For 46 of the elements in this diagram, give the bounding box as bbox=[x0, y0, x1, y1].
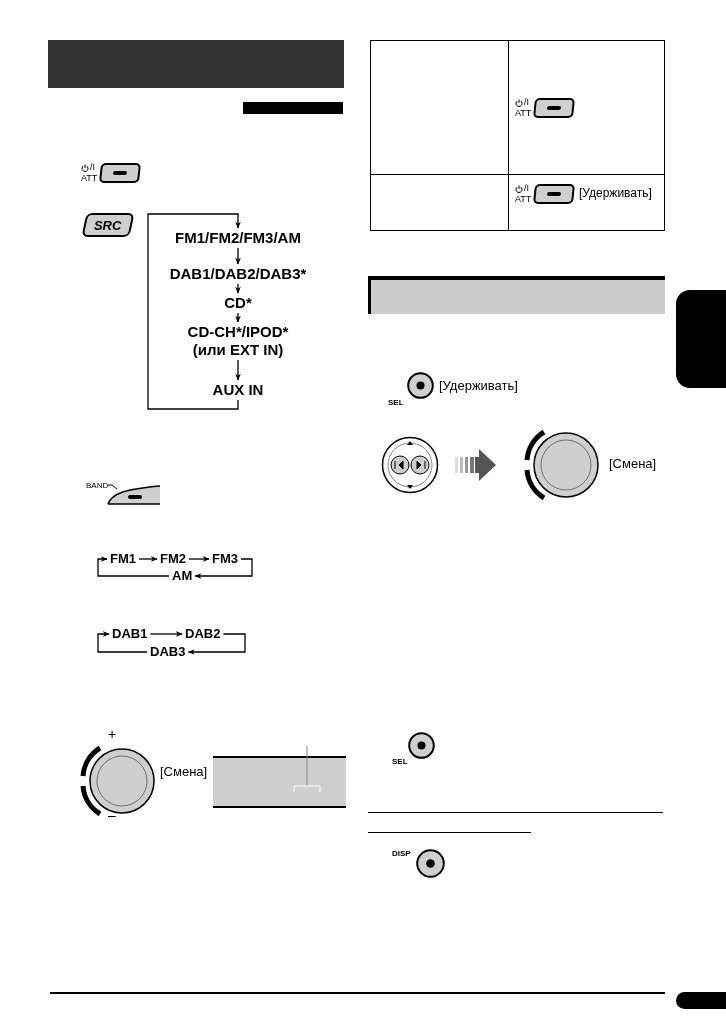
button-label: BAND bbox=[86, 482, 109, 490]
arrow bbox=[188, 556, 210, 562]
minus-sign: – bbox=[108, 808, 116, 822]
arrow bbox=[147, 213, 241, 410]
button-label: /I bbox=[90, 163, 95, 172]
flow-step-text: FM2 bbox=[160, 551, 186, 567]
flow-step-text: DAB1 bbox=[112, 626, 148, 642]
arrow bbox=[187, 633, 246, 655]
arrow bbox=[235, 312, 241, 323]
page-number-tab bbox=[676, 992, 726, 1009]
button-label: DISP bbox=[392, 850, 411, 858]
action-hint: [Смена] bbox=[609, 457, 657, 470]
title-bar bbox=[48, 40, 344, 88]
button-label: SEL bbox=[392, 758, 408, 766]
action-hint: [Удерживать] bbox=[579, 187, 652, 199]
button-label: /I bbox=[524, 98, 529, 107]
arrow bbox=[97, 556, 170, 577]
button-label: /I bbox=[524, 184, 529, 193]
action-hint: [Смена] bbox=[160, 765, 208, 778]
button-label: ATT bbox=[515, 195, 532, 204]
side-tab bbox=[676, 290, 726, 388]
arrow bbox=[149, 631, 183, 637]
flow-step-text: AUX IN bbox=[203, 381, 273, 399]
arrow bbox=[235, 283, 241, 294]
arrow bbox=[235, 359, 241, 381]
flow-step-text: DAB3 bbox=[150, 644, 186, 660]
button-label: SEL bbox=[388, 399, 404, 407]
flow-step-text: AM bbox=[172, 568, 193, 584]
flow-step-text: DAB2 bbox=[185, 626, 221, 642]
flow-step-text: FM1/FM2/FM3/AM bbox=[153, 229, 323, 247]
plus-sign: + bbox=[108, 727, 117, 741]
flow-step-text: FM1 bbox=[110, 551, 136, 567]
button-label: ATT bbox=[515, 109, 532, 118]
button-label: ATT bbox=[81, 174, 98, 183]
flow-step-text: DAB1/DAB2/DAB3* bbox=[153, 265, 323, 283]
marker-bar bbox=[243, 102, 343, 114]
source-button: SRC bbox=[81, 213, 135, 237]
section-header-bar bbox=[368, 276, 665, 314]
flow-step-text: CD* bbox=[208, 294, 268, 312]
arrow bbox=[235, 247, 241, 265]
arrow bbox=[138, 556, 158, 562]
action-hint: [Удерживать] bbox=[439, 379, 518, 392]
arrow bbox=[97, 631, 148, 653]
arrow bbox=[194, 558, 253, 579]
flow-step-text: CD-CH*/IPOD* (или EXT IN) bbox=[178, 323, 298, 359]
flow-step-text: FM3 bbox=[212, 551, 238, 567]
